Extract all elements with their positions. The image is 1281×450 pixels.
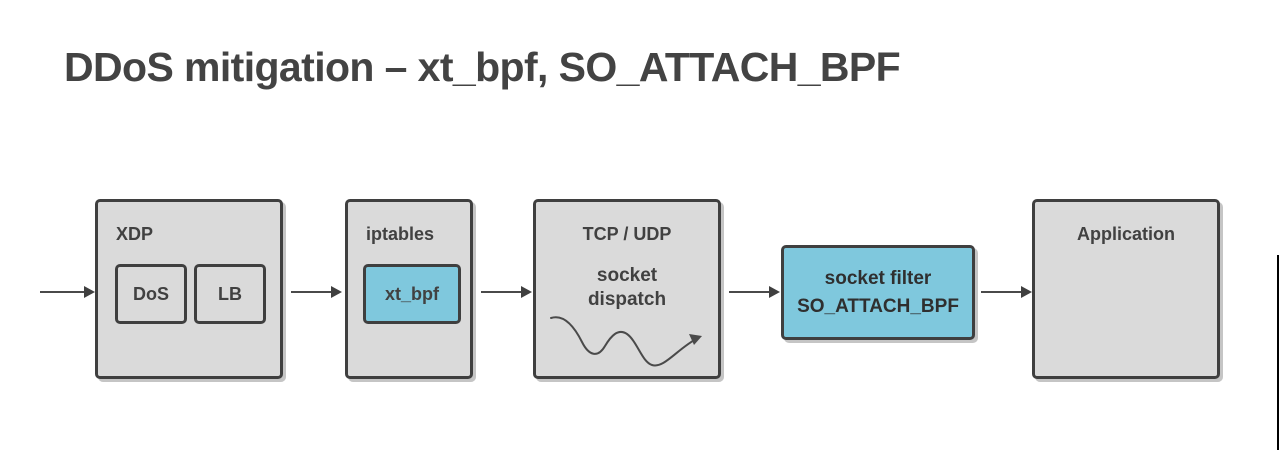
connector-xdp-to-iptables [291,282,343,302]
connector-tcpudp-to-socketfilter [729,282,781,302]
connector-iptables-to-tcpudp [481,282,533,302]
node-dos[interactable]: DoS [115,264,187,324]
node-socket-filter[interactable]: socket filter SO_ATTACH_BPF [781,245,975,340]
connector-socketfilter-to-application [981,282,1033,302]
node-lb[interactable]: LB [194,264,266,324]
node-socket-filter-label: socket filter [824,268,932,289]
node-iptables-label: iptables [366,224,435,244]
node-tcp-udp-body-line-2: dispatch [587,289,667,310]
node-xdp-label: XDP [116,224,154,244]
node-tcp-udp[interactable]: TCP / UDP socket dispatch [533,199,721,379]
node-tcp-udp-body-line-1: socket [596,265,658,286]
node-xdp[interactable]: XDP DoS LB [95,199,283,379]
node-xt-bpf[interactable]: xt_bpf [363,264,461,324]
node-tcp-udp-label: TCP / UDP [582,224,672,244]
node-iptables[interactable]: iptables xt_bpf [345,199,473,379]
node-application[interactable]: Application [1032,199,1220,379]
slide-title: DDoS mitigation – xt_bpf, SO_ATTACH_BPF [64,44,901,90]
right-edge-rule [1277,255,1279,450]
node-application-label: Application [1077,224,1175,244]
connector-ingress-to-xdp [40,282,96,302]
wavy-arrow-icon [548,312,713,375]
node-socket-filter-label-2: SO_ATTACH_BPF [797,296,959,317]
